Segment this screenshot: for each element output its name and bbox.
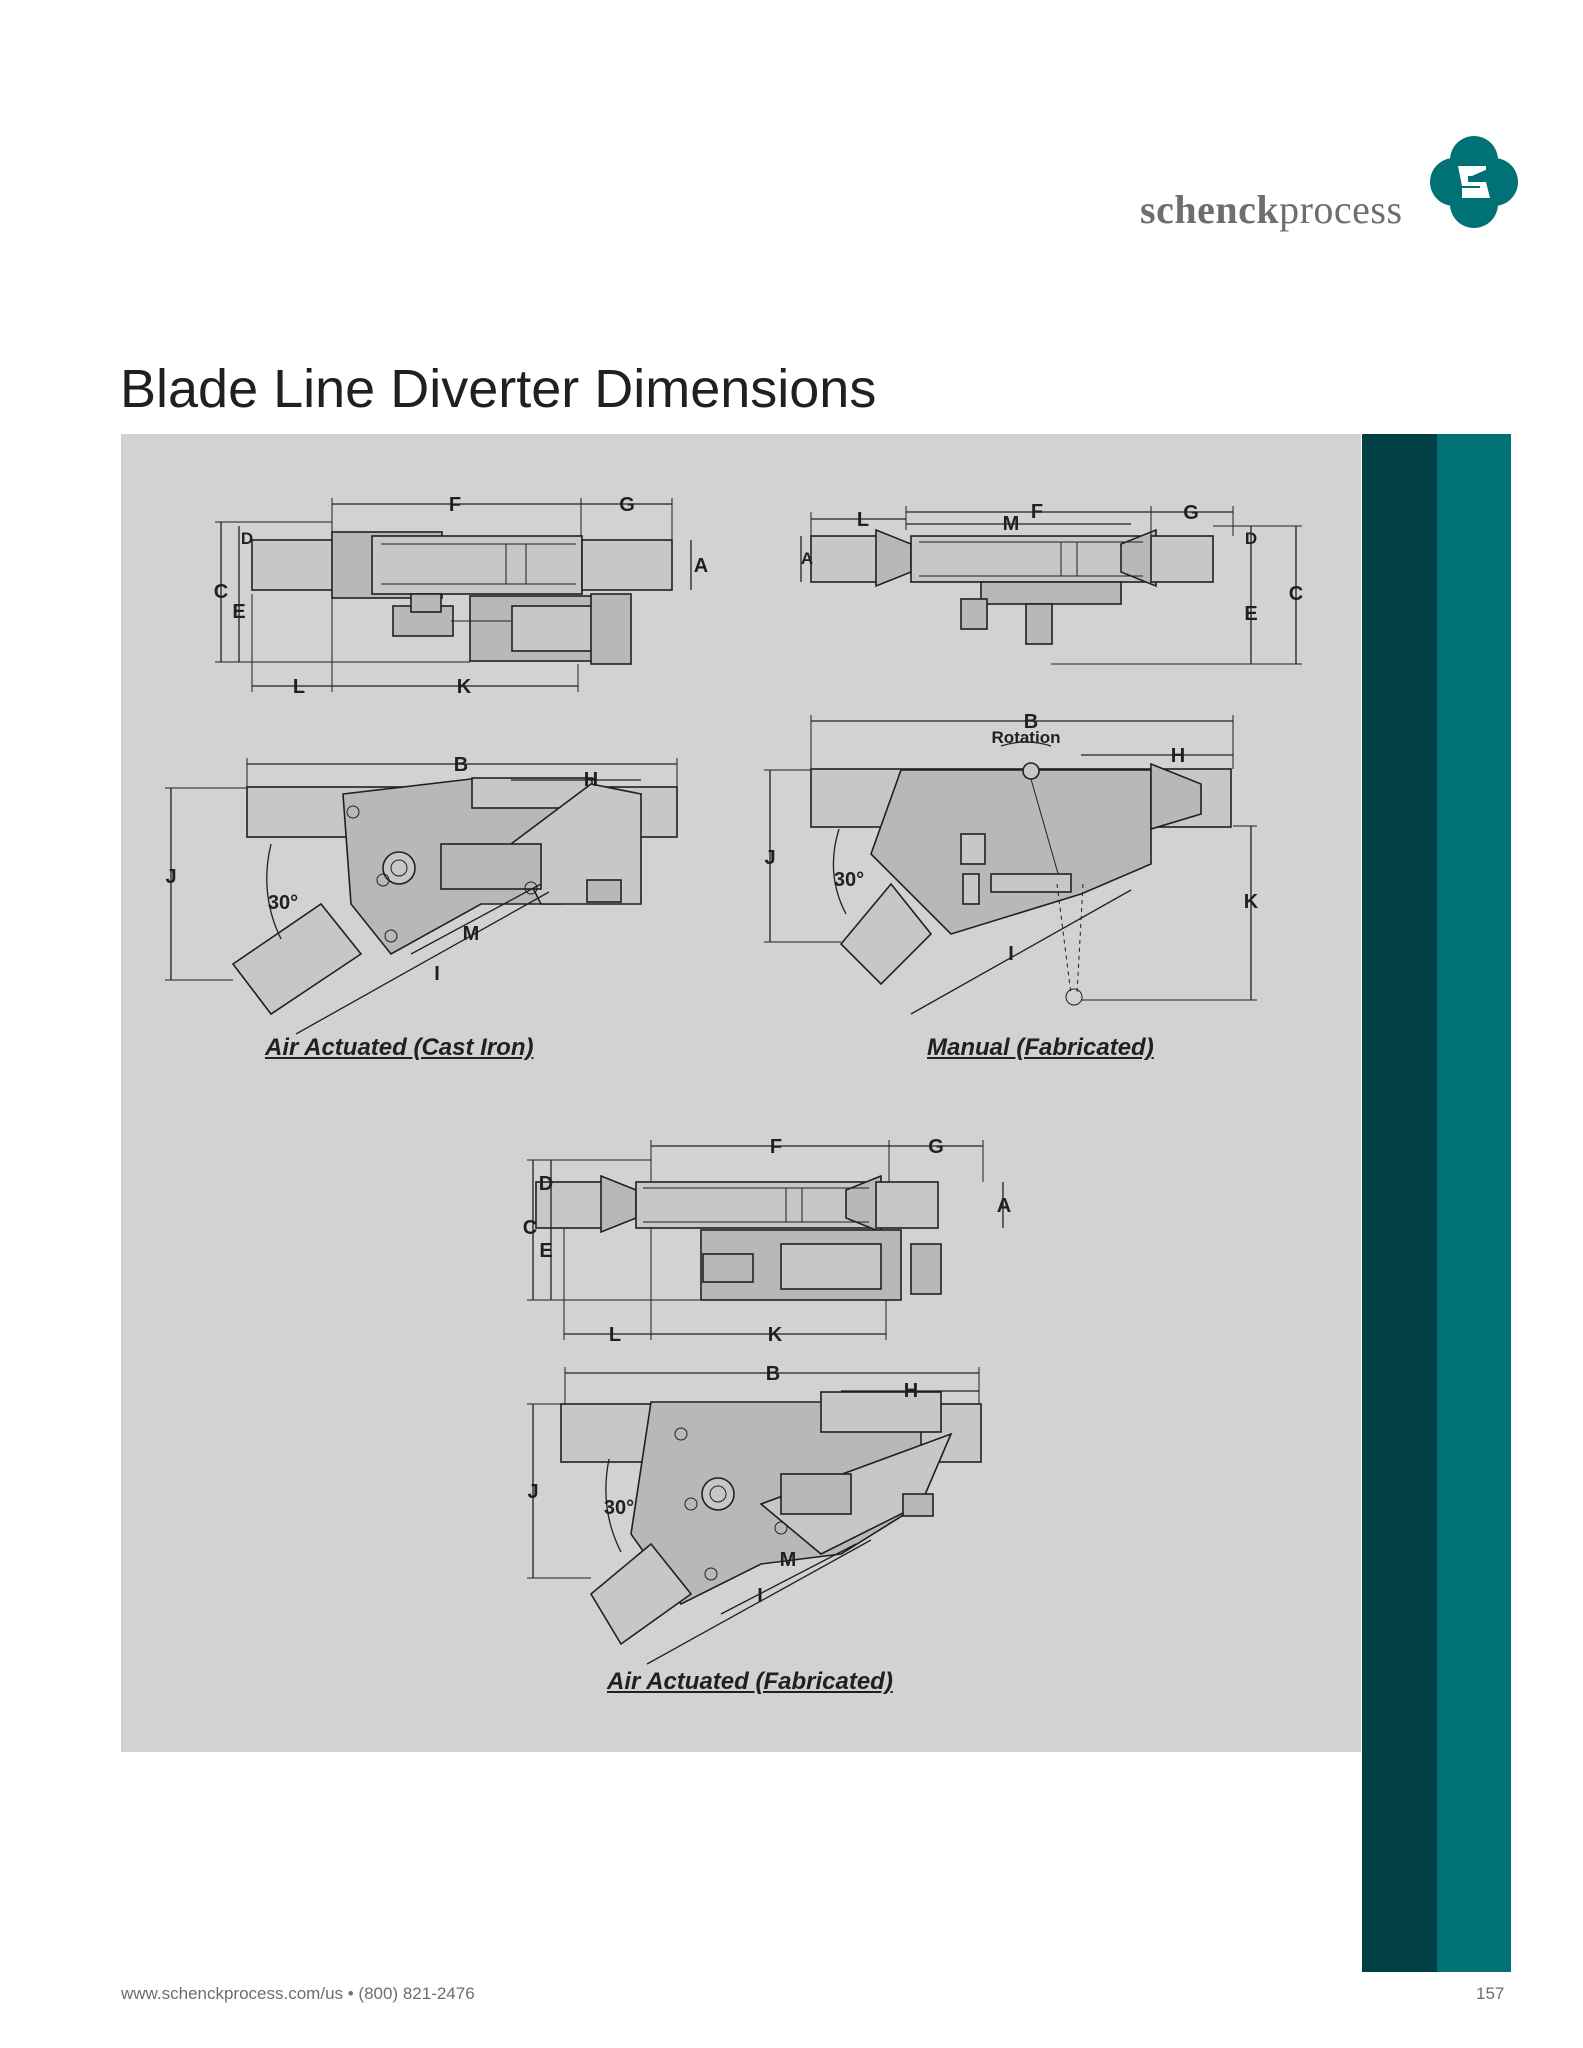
fig3-dim-C: C [523, 1217, 537, 1239]
fig2-dim-C: C [1289, 583, 1303, 605]
fig3-dim-M: M [780, 1549, 797, 1571]
fig3-dim-E: E [539, 1240, 552, 1262]
fig2-dim-D: D [1245, 529, 1257, 548]
fig2-angle: 30° [834, 869, 864, 891]
page-title: Blade Line Diverter Dimensions [120, 359, 877, 419]
figure-caption: Air Actuated (Cast Iron) [265, 1034, 534, 1061]
fig1-angle: 30° [268, 892, 298, 914]
fig1-dim-A: A [694, 555, 708, 577]
fig1-dim-F: F [449, 494, 461, 516]
fig2-dim-H: H [1171, 745, 1185, 767]
fig1-dim-C: C [214, 581, 228, 603]
fig3-dim-D: D [539, 1173, 553, 1195]
fig3-dim-G: G [928, 1136, 944, 1158]
fig2-dim-K: K [1244, 891, 1259, 913]
fig3-dim-I: I [757, 1585, 763, 1607]
fig2-dim-G: G [1183, 502, 1199, 524]
fig3-dim-F: F [770, 1136, 782, 1158]
logo-wordmark: schenckprocess [1140, 187, 1403, 232]
diagram-panel: F G D C E A L K [121, 434, 1361, 1752]
fig3-side-view: B H J 30° M I [527, 1363, 982, 1665]
fig1-dim-H: H [584, 769, 598, 791]
fig3-dim-H: H [904, 1380, 918, 1402]
fig1-dim-K: K [457, 676, 472, 698]
fig3-dim-K: K [768, 1324, 783, 1346]
fig1-dim-B: B [454, 754, 468, 776]
fig1-side-view: B H J 30° M I [165, 754, 678, 1035]
fig2-top-view: L F M G A D E C [800, 501, 1303, 665]
fig2-rotation-label: Rotation [992, 728, 1061, 747]
fig3-top-view: F G D C E A L K [523, 1136, 1011, 1346]
figure-caption: Air Actuated (Fabricated) [607, 1668, 893, 1695]
fig3-dim-B: B [766, 1363, 780, 1385]
fig3-dim-J: J [527, 1481, 538, 1503]
fig1-dim-D: D [241, 529, 253, 548]
decorative-stripe-teal [1437, 434, 1511, 1972]
fig2-side-view: B Rotation H J K 30° I [764, 711, 1259, 1015]
fig2-dim-M: M [1003, 513, 1020, 535]
fig1-dim-M: M [463, 923, 480, 945]
fig3-dim-L: L [609, 1324, 621, 1346]
fig1-dim-J: J [165, 866, 176, 888]
fig1-dim-G: G [619, 494, 635, 516]
schenck-process-logo-icon [1430, 136, 1518, 228]
fig1-top-view: F G D C E A L K [214, 494, 708, 698]
fig2-dim-L: L [857, 509, 869, 531]
decorative-stripe-dark [1362, 434, 1437, 1972]
fig1-dim-E: E [232, 601, 245, 623]
fig2-dim-F: F [1031, 501, 1043, 523]
fig1-dim-L: L [293, 676, 305, 698]
fig2-dim-E: E [1244, 603, 1257, 625]
page-number: 157 [1476, 1984, 1505, 2003]
dimension-drawings: F G D C E A L K [165, 494, 1303, 1665]
figure-caption: Manual (Fabricated) [927, 1034, 1154, 1061]
brand-logo: schenckprocess [1140, 136, 1520, 236]
footer-contact: www.schenckprocess.com/us • (800) 821-24… [121, 1984, 475, 2003]
fig2-dim-A: A [801, 549, 813, 568]
fig1-dim-I: I [434, 963, 440, 985]
fig3-dim-A: A [997, 1195, 1011, 1217]
fig2-dim-J: J [764, 847, 775, 869]
fig2-dim-I: I [1008, 943, 1014, 965]
fig3-angle: 30° [604, 1497, 634, 1519]
fig2-dim-B: B [1024, 711, 1038, 733]
